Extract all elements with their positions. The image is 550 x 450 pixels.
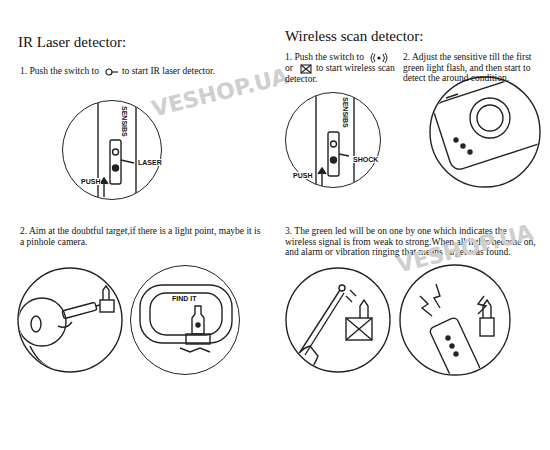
part-label: SENSIBS (121, 105, 128, 138)
step-text: 2. Adjust the sensitive till the first g… (403, 52, 543, 84)
part-label: PUSH (292, 172, 313, 179)
laser-icon (105, 67, 119, 77)
callout-circle: FIND IT (130, 265, 240, 375)
part-label: SHOCK (352, 156, 379, 163)
part-label: LASER (137, 159, 163, 166)
shock-icon (299, 64, 313, 74)
section-heading: Wireless scan detector: (285, 28, 424, 45)
step-text: 1. Push the switch toorto start wireless… (285, 52, 400, 84)
step-text-part: 1. Push the switch to (285, 52, 364, 62)
wave-icon (370, 53, 388, 63)
callout-circle: SENSIBS SHOCK PUSH (285, 92, 381, 188)
step-text-part: 1. Push the switch to (20, 66, 99, 76)
section-heading: IR Laser detector: (18, 34, 126, 51)
callout-circle: SENSIBS LASER PUSH (62, 100, 162, 200)
part-label: FIND IT (171, 295, 198, 302)
part-label: SENSIBS (342, 96, 349, 129)
step-text-part: or (285, 63, 293, 73)
step-text: 1. Push the switch to to start IR laser d… (20, 66, 270, 77)
step-text-part: to start IR laser detector. (122, 66, 215, 76)
part-label: PUSH (80, 178, 101, 185)
step-text: 2. Aim at the doubtful target,if there i… (20, 226, 265, 247)
